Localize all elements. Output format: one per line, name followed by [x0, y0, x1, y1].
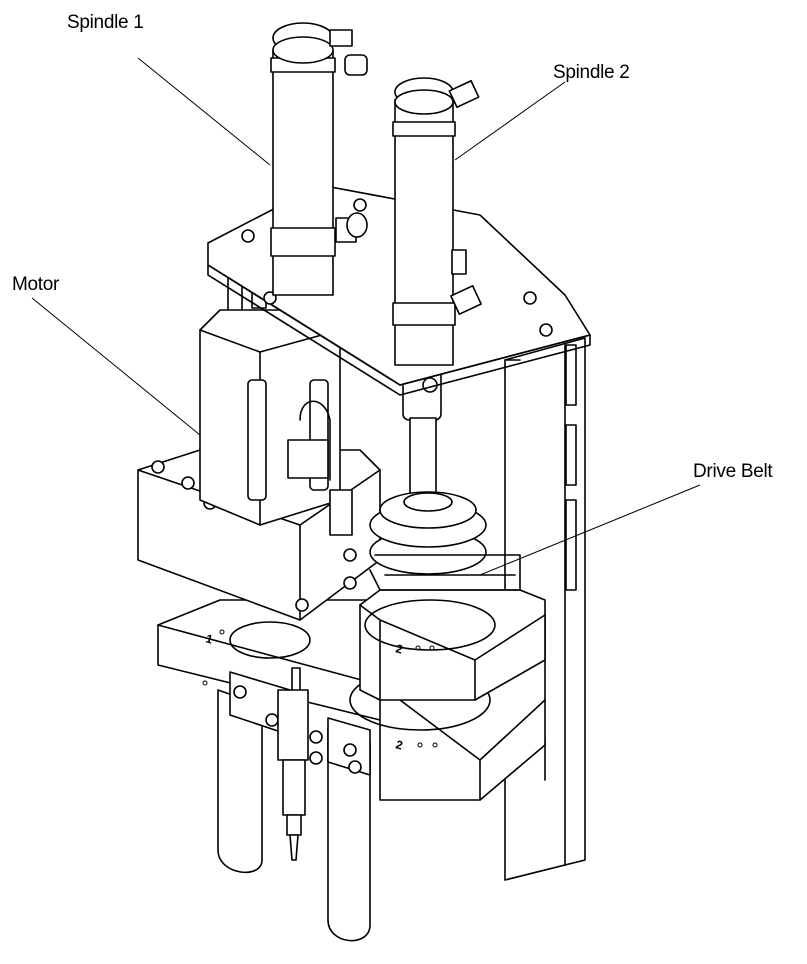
drive-belt-leader: [479, 484, 701, 576]
spindle-2-leader: [454, 81, 566, 161]
drive-belt-label: Drive Belt: [693, 461, 773, 482]
station-1-mark: 1: [204, 631, 214, 646]
spindle-2-label: Spindle 2: [553, 62, 630, 83]
spindle-1-leader: [137, 57, 271, 166]
spindle-2-cylinder: [392, 77, 482, 366]
center-probe: [277, 667, 309, 861]
motor-body: [199, 309, 353, 536]
pulley-drive-belt: [369, 491, 521, 591]
station-2-lower-mark: 2: [394, 737, 404, 752]
motor-label: Motor: [12, 274, 60, 295]
spindle-1-cylinder: [270, 22, 368, 296]
motor-leader: [31, 297, 201, 436]
leader-lines: [31, 57, 701, 576]
station-2-upper-mark: 2: [394, 641, 404, 656]
spindle-1-label: Spindle 1: [67, 12, 144, 33]
lower-fingers: [217, 671, 371, 942]
gear-housing-block: 2: [359, 589, 546, 701]
